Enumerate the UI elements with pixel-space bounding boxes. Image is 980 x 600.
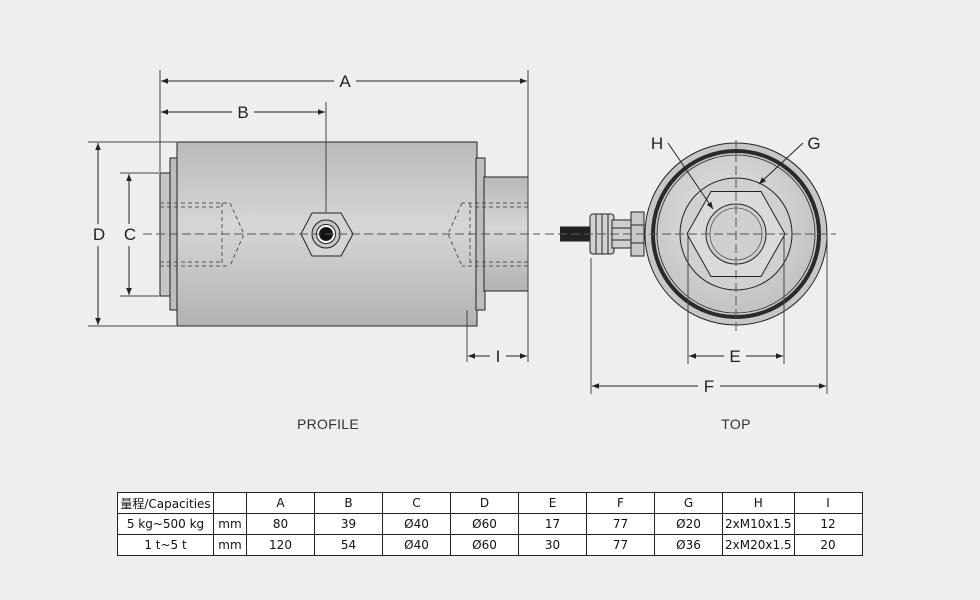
leader-g: G bbox=[758, 134, 821, 185]
table-header-cell: I bbox=[793, 492, 863, 514]
table-cell: 77 bbox=[586, 513, 655, 535]
table-header-cell: D bbox=[450, 492, 519, 514]
table-cell: 77 bbox=[586, 534, 655, 556]
table-cell: 39 bbox=[314, 513, 383, 535]
table-header-cell: A bbox=[246, 492, 315, 514]
table-cell: Ø60 bbox=[450, 534, 519, 556]
dim-label-e: E bbox=[729, 347, 740, 366]
table-cell: 2xM20x1.5 bbox=[722, 534, 795, 556]
dim-label-a: A bbox=[339, 72, 351, 91]
table-cell: Ø40 bbox=[382, 534, 451, 556]
dim-label-g: G bbox=[807, 134, 820, 153]
dimension-b: B bbox=[161, 101, 325, 122]
table-row: 5 kg~500 kg mm 80 39 Ø40 Ø60 17 77 Ø20 2… bbox=[117, 513, 863, 535]
table-header-cell bbox=[213, 492, 247, 514]
table-header-cell: E bbox=[518, 492, 587, 514]
dim-label-f: F bbox=[704, 377, 714, 396]
profile-view-label: PROFILE bbox=[297, 416, 359, 432]
table-cell: Ø60 bbox=[450, 513, 519, 535]
table-cell: 12 bbox=[793, 513, 863, 535]
top-extension-lines bbox=[590, 236, 828, 394]
table-header-cell: 量程/Capacities bbox=[117, 492, 214, 514]
table-header-cell: F bbox=[586, 492, 655, 514]
dim-label-c: C bbox=[124, 225, 136, 244]
top-centerlines bbox=[545, 140, 836, 332]
table-header-cell: C bbox=[382, 492, 451, 514]
table-header-cell: G bbox=[654, 492, 723, 514]
dim-label-d: D bbox=[93, 225, 105, 244]
table-cell: 2xM10x1.5 bbox=[722, 513, 795, 535]
table-cell: 54 bbox=[314, 534, 383, 556]
profile-extension-lines bbox=[88, 70, 529, 362]
specification-table: 量程/Capacities A B C D E F G H I 5 kg~500… bbox=[117, 492, 863, 556]
dimension-f: F bbox=[592, 376, 826, 396]
right-thread-hidden bbox=[447, 202, 528, 267]
table-header-cell: B bbox=[314, 492, 383, 514]
table-cell: Ø20 bbox=[654, 513, 723, 535]
table-cell: 30 bbox=[518, 534, 587, 556]
dimension-e: E bbox=[689, 346, 783, 366]
table-cell: Ø40 bbox=[382, 513, 451, 535]
dim-label-i: I bbox=[496, 347, 501, 366]
leader-h: H bbox=[651, 134, 714, 210]
table-cell: 5 kg~500 kg bbox=[117, 513, 214, 535]
dimension-c: C bbox=[119, 174, 141, 295]
cable-gland-side bbox=[589, 211, 645, 257]
dim-label-h: H bbox=[651, 134, 663, 153]
table-cell: mm bbox=[213, 534, 247, 556]
table-cell: 80 bbox=[246, 513, 315, 535]
dimension-a: A bbox=[161, 70, 527, 91]
dimension-d: D bbox=[88, 143, 110, 325]
dim-label-b: B bbox=[237, 103, 248, 122]
table-cell: Ø36 bbox=[654, 534, 723, 556]
table-cell: mm bbox=[213, 513, 247, 535]
table-header-cell: H bbox=[722, 492, 795, 514]
table-row: 1 t~5 t mm 120 54 Ø40 Ø60 30 77 Ø36 2xM2… bbox=[117, 534, 863, 556]
table-cell: 120 bbox=[246, 534, 315, 556]
table-cell: 1 t~5 t bbox=[117, 534, 214, 556]
top-view-label: TOP bbox=[721, 416, 750, 432]
table-header-row: 量程/Capacities A B C D E F G H I bbox=[117, 492, 863, 514]
table-cell: 17 bbox=[518, 513, 587, 535]
dimension-i: I bbox=[468, 346, 527, 366]
table-cell: 20 bbox=[793, 534, 863, 556]
